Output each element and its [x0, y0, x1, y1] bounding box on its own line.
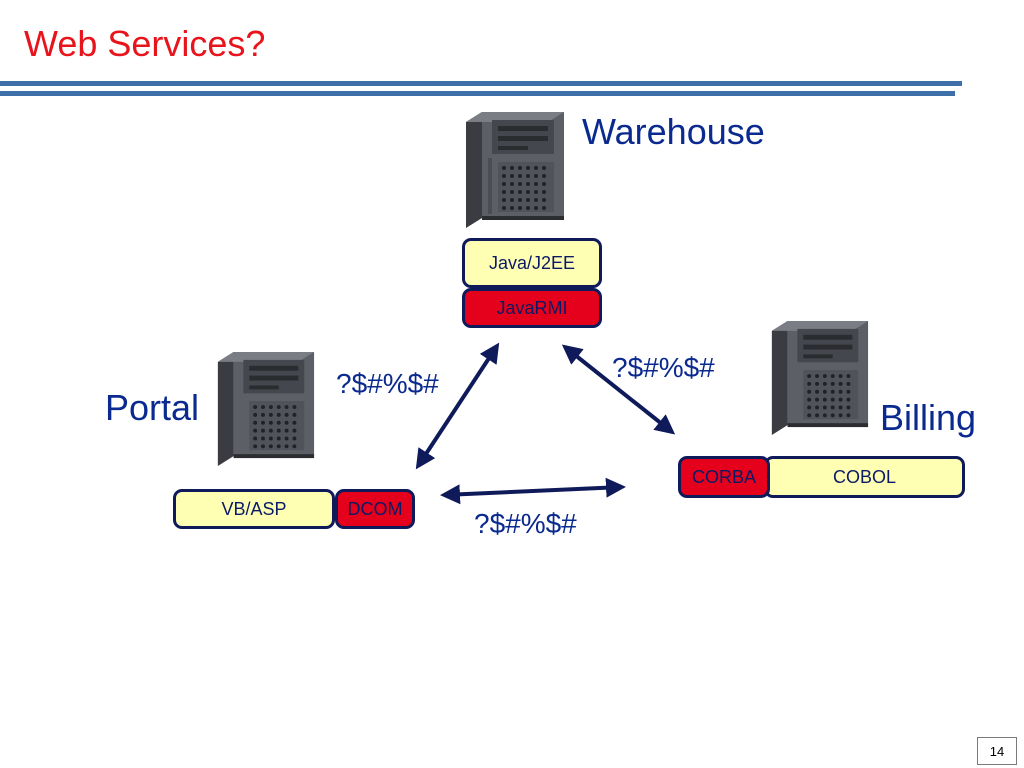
header-rule-bottom	[0, 91, 955, 96]
portal-billing-label: ?$#%$#	[474, 508, 577, 539]
warehouse-billing-label: ?$#%$#	[612, 352, 715, 383]
billing-server-icon	[771, 321, 869, 435]
portal-technology-box: VB/ASP	[173, 489, 335, 529]
page-number: 14	[977, 737, 1017, 765]
warehouse-technology-box: Java/J2EE	[462, 238, 602, 288]
billing-label: Billing	[880, 397, 977, 438]
portal-server-icon	[217, 352, 315, 466]
header-rule-top	[0, 81, 962, 86]
portal-protocol-box: DCOM	[335, 489, 415, 529]
warehouse-server-icon	[466, 112, 564, 228]
portal-label: Portal	[105, 387, 200, 428]
slide-title: Web Services?	[24, 23, 266, 64]
billing-technology-box: COBOL	[764, 456, 965, 498]
arrow-warehouse-billing	[561, 344, 676, 435]
arrow-portal-warehouse	[415, 342, 500, 470]
billing-protocol-box: CORBA	[678, 456, 770, 498]
warehouse-protocol-box: JavaRMI	[462, 288, 602, 328]
arrow-portal-billing	[440, 477, 626, 505]
warehouse-label: Warehouse	[582, 111, 765, 152]
portal-warehouse-label: ?$#%$#	[336, 368, 439, 399]
